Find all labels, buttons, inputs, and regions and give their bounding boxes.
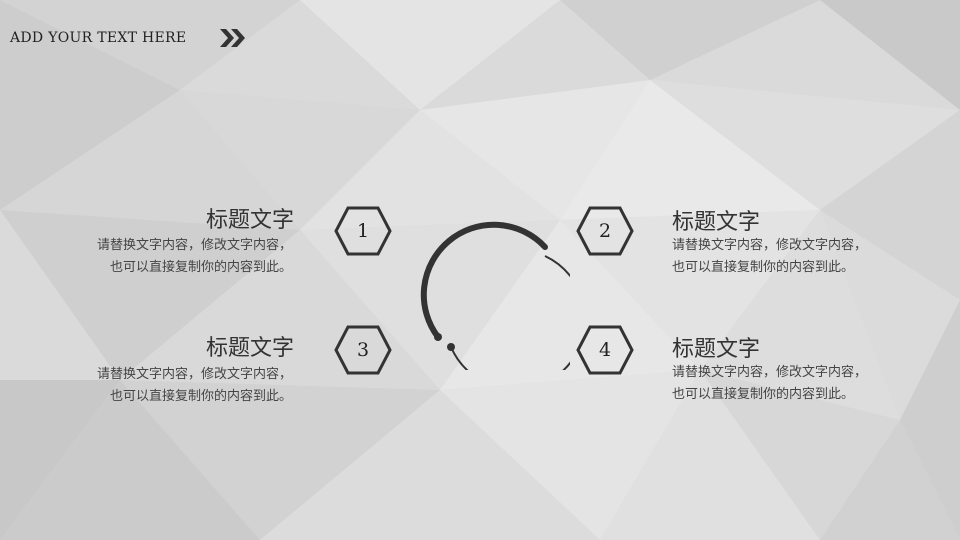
item-4-desc-line-1: 请替换文字内容，修改文字内容，: [672, 365, 868, 380]
item-3-desc-line-2: 也可以直接复制你的内容到此。: [109, 389, 292, 404]
item-3-title: 标题文字: [205, 336, 294, 361]
item-1-desc-line-1: 请替换文字内容，修改文字内容，: [96, 238, 292, 253]
hexagon-3: [334, 325, 392, 375]
item-2-desc-line-2: 也可以直接复制你的内容到此。: [672, 260, 855, 275]
hexagon-4: [576, 325, 634, 375]
item-1-description: 请替换文字内容，修改文字内容， 也可以直接复制你的内容到此。: [40, 235, 292, 279]
item-4-title: 标题文字: [672, 337, 761, 362]
item-1-desc-line-2: 也可以直接复制你的内容到此。: [109, 260, 292, 275]
item-2-description: 请替换文字内容，修改文字内容， 也可以直接复制你的内容到此。: [672, 235, 867, 279]
item-3-desc-line-1: 请替换文字内容，修改文字内容，: [96, 367, 292, 382]
item-1-number: 1: [356, 220, 370, 242]
header-title: ADD YOUR TEXT HERE: [10, 30, 187, 46]
item-2-number: 2: [598, 220, 612, 242]
hexagon-1: [334, 206, 392, 256]
double-chevron-right-icon: [220, 29, 245, 47]
item-2-desc-line-1: 请替换文字内容，修改文字内容，: [672, 238, 868, 253]
item-4-description: 请替换文字内容，修改文字内容， 也可以直接复制你的内容到此。: [672, 362, 867, 406]
item-3-description: 请替换文字内容，修改文字内容， 也可以直接复制你的内容到此。: [40, 364, 292, 408]
item-4-desc-line-2: 也可以直接复制你的内容到此。: [672, 387, 855, 402]
item-3-number: 3: [356, 339, 370, 361]
item-1-title: 标题文字: [205, 208, 294, 233]
center-ring-graphic: [420, 221, 570, 370]
item-4-number: 4: [598, 339, 612, 361]
item-2-title: 标题文字: [672, 210, 761, 235]
hexagon-2: [576, 206, 634, 256]
